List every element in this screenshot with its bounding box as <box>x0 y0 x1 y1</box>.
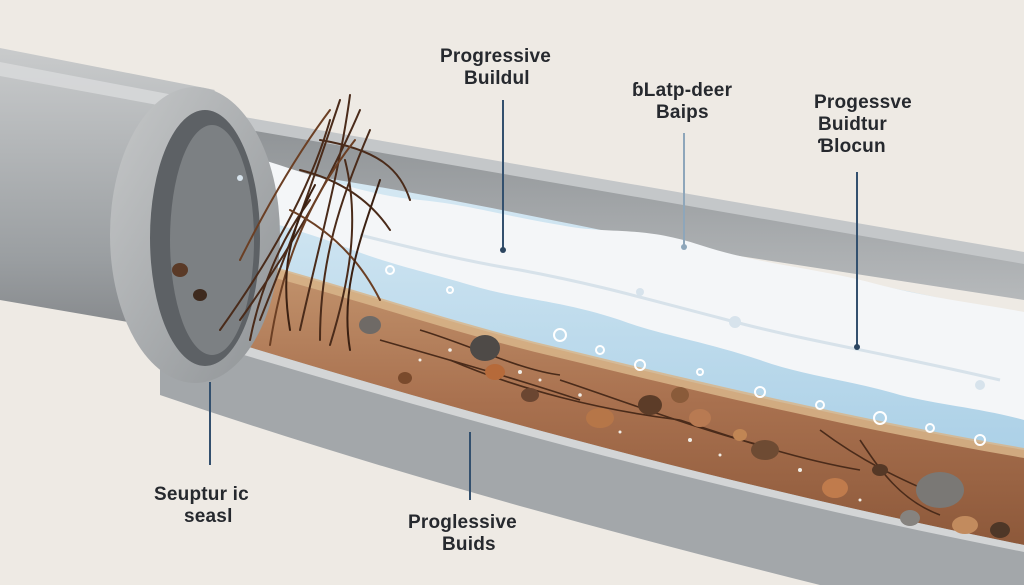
pebbles <box>172 263 1010 538</box>
label-line: Baips <box>656 102 709 123</box>
channel-lip-highlight <box>160 320 1024 552</box>
grit-specks <box>418 348 862 502</box>
label-line: ɓLatp-deer <box>632 80 733 101</box>
label-line: Ɓlocun <box>818 136 886 157</box>
channel-top-edge <box>215 112 1024 264</box>
foam-dots <box>237 175 985 390</box>
label-latp-deer-baips: ɓLatp-deer Baips <box>632 80 732 124</box>
bubbles <box>385 265 986 446</box>
foam-layer <box>230 150 1024 420</box>
pipe-rim-inner-shade <box>170 125 254 355</box>
label-line: Progessve <box>814 92 912 113</box>
label-line: Progressive <box>440 46 551 67</box>
leader-dots <box>500 244 860 350</box>
label-line: Seuptur ic <box>154 484 249 505</box>
channel-back-wall <box>215 120 1024 300</box>
label-line: Buildul <box>464 68 530 89</box>
label-line: Buidtur <box>818 114 887 135</box>
label-seuptur-ic-seasl: Seuptur ic seasl <box>154 484 249 528</box>
label-progressive-buildul: Progressive Buildul <box>440 46 551 90</box>
label-proglessive-buids: Proglessive Buids <box>408 512 517 556</box>
label-progessve-buidtur-blocun: Progessve Buidtur Ɓlocun <box>814 92 912 158</box>
label-line: seasl <box>184 506 233 527</box>
label-line: Buids <box>442 534 496 555</box>
label-line: Proglessive <box>408 512 517 533</box>
foam-ripple <box>359 233 1001 382</box>
hair-clog <box>219 94 411 351</box>
leader-lines <box>209 100 858 500</box>
pipe-outer-highlight <box>0 62 200 112</box>
